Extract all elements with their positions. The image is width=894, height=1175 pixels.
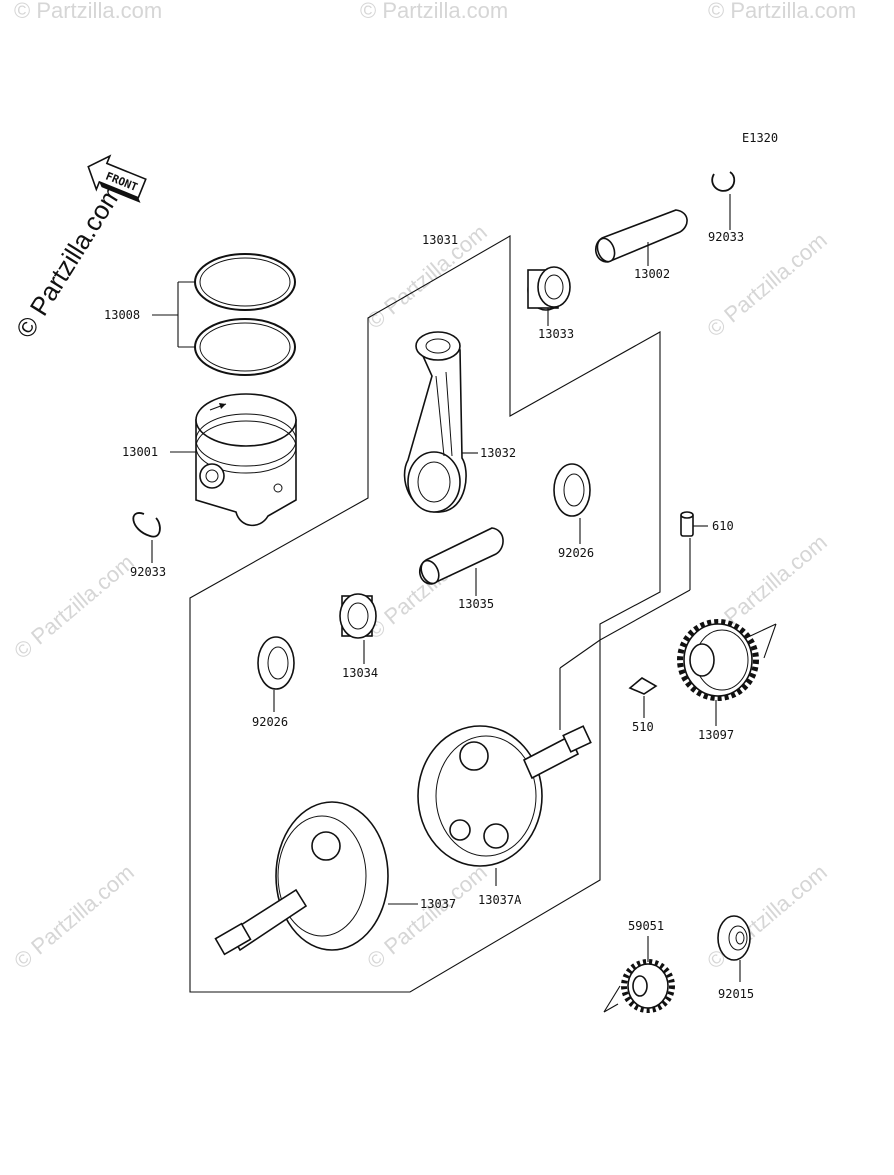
label-13034: 13034 [342, 666, 378, 680]
label-510: 510 [632, 720, 654, 734]
dowel-pin: 610 [680, 511, 734, 537]
primary-gear: 13097 [677, 619, 777, 742]
piston-pin: 13002 [595, 209, 688, 281]
svg-text:© Partzilla.com: © Partzilla.com [14, 0, 162, 23]
svg-text:© Partzilla.com: © Partzilla.com [360, 0, 508, 23]
crank-pin: 13035 [419, 527, 504, 611]
label-92033-right: 92033 [708, 230, 744, 244]
label-13037A: 13037A [478, 893, 522, 907]
thrust-washer-right: 92026 [553, 463, 594, 560]
label-13097: 13097 [698, 728, 734, 742]
label-59051: 59051 [628, 919, 664, 933]
crankshaft-right: 13037A [417, 725, 592, 907]
label-13033: 13033 [538, 327, 574, 341]
label-13035: 13035 [458, 597, 494, 611]
connecting-rod: 13032 [403, 331, 516, 513]
label-13031: 13031 [422, 233, 458, 247]
piston-rings: 13008 [104, 253, 296, 376]
oil-pump-gear: 59051 [603, 919, 675, 1013]
label-13032: 13032 [480, 446, 516, 460]
needle-bearing-lower: 13034 [339, 593, 378, 680]
svg-text:© Partzilla.com: © Partzilla.com [702, 859, 832, 973]
woodruff-key: 510 [628, 677, 658, 734]
thrust-washer-left: 92026 [252, 636, 295, 729]
circlip-left: 92033 [130, 512, 166, 579]
circlip-right: 92033 [708, 171, 744, 244]
label-92033-left: 92033 [130, 565, 166, 579]
label-92026-right: 92026 [558, 546, 594, 560]
piston: 13001 [122, 393, 297, 527]
diagram-code: E1320 [742, 131, 778, 145]
assembly-outline [189, 235, 691, 993]
label-92015: 92015 [718, 987, 754, 1001]
svg-text:© Partzilla.com: © Partzilla.com [708, 0, 856, 23]
needle-bearing-upper: 13033 [527, 266, 574, 341]
flange-nut: 92015 [717, 915, 754, 1001]
label-610: 610 [712, 519, 734, 533]
svg-text:© Partzilla.com: © Partzilla.com [9, 549, 139, 663]
svg-text:© Partzilla.com: © Partzilla.com [9, 859, 139, 973]
svg-text:© Partzilla.com: © Partzilla.com [702, 227, 832, 341]
label-13002: 13002 [634, 267, 670, 281]
label-13008: 13008 [104, 308, 140, 322]
label-92026-left: 92026 [252, 715, 288, 729]
label-13037: 13037 [420, 897, 456, 911]
label-13001: 13001 [122, 445, 158, 459]
front-arrow-icon: FRONT [87, 154, 147, 203]
crankshaft-left: 13037 [214, 801, 456, 956]
